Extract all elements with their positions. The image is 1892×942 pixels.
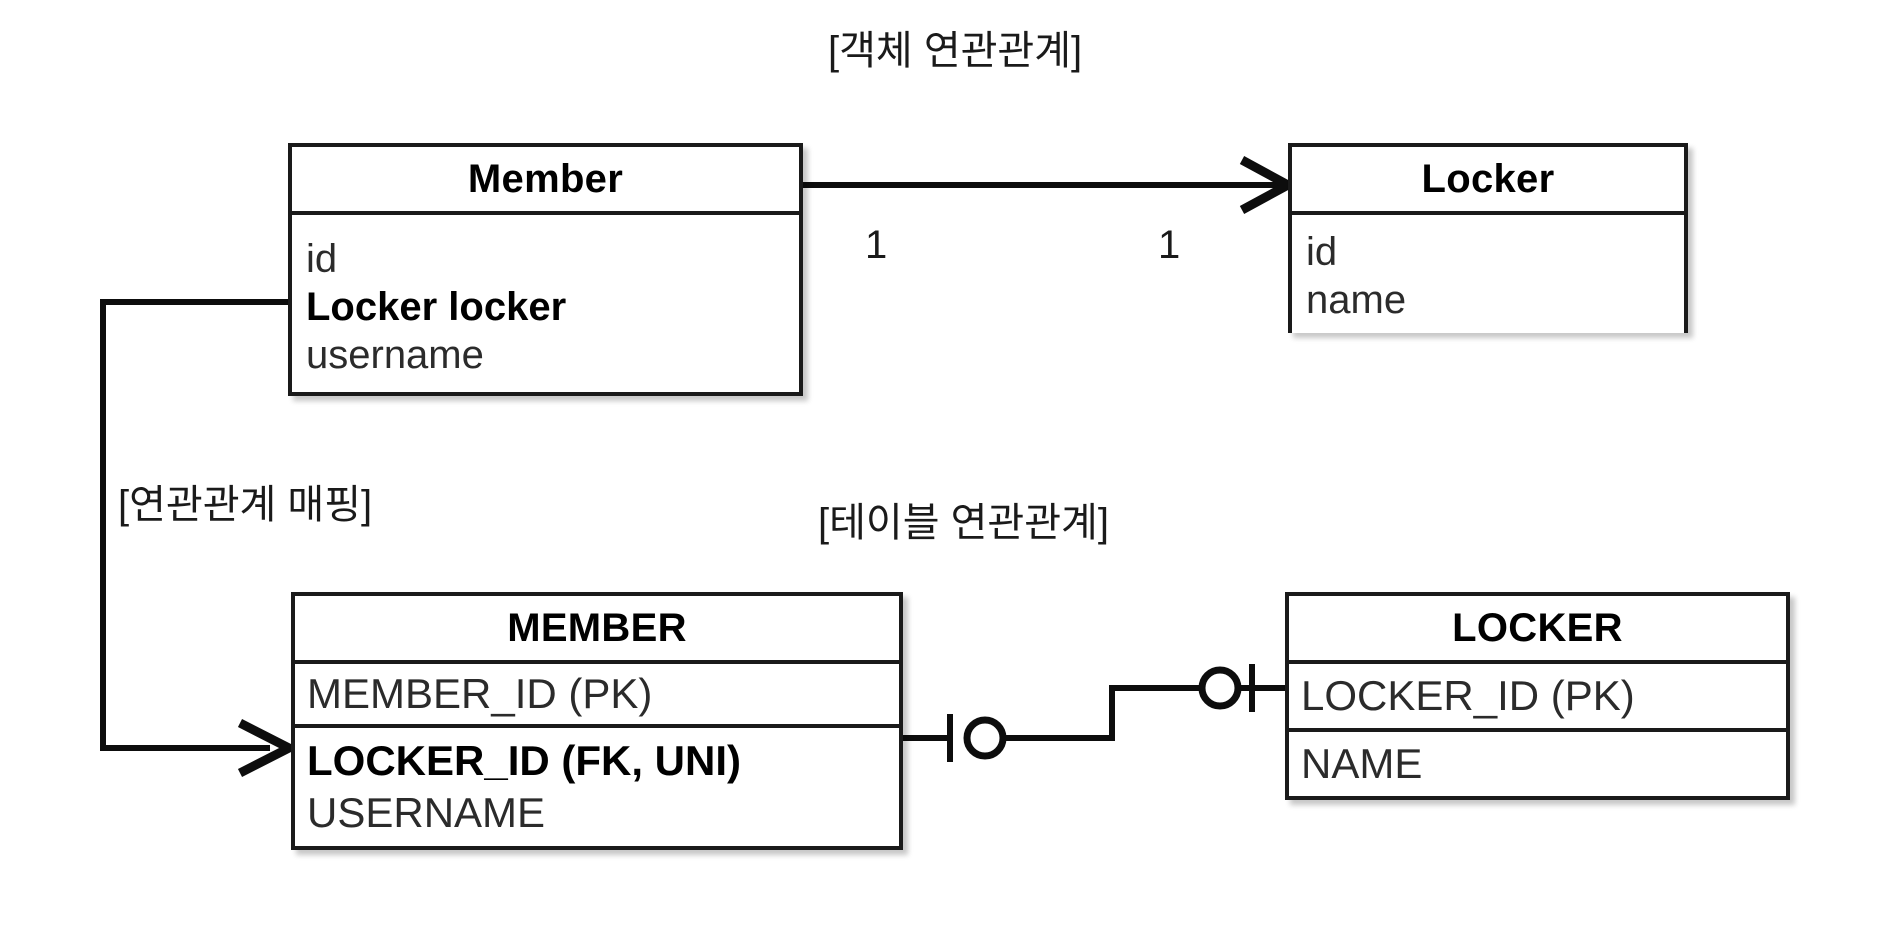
- class-member-field-locker: Locker locker: [306, 284, 567, 329]
- table-member-column-username: USERNAME: [307, 789, 546, 836]
- table-locker-title: LOCKER: [1452, 606, 1623, 650]
- class-box-member[interactable]: Member id Locker locker username: [288, 143, 803, 396]
- table-member-columns-compartment: LOCKER_ID (FK, UNI) USERNAME: [295, 724, 899, 846]
- class-locker-attributes: id name: [1292, 211, 1684, 333]
- table-locker-columns-compartment: NAME: [1289, 728, 1786, 796]
- caption-table-relation: [테이블 연관관계]: [818, 501, 1109, 545]
- table-member-column-member-id: MEMBER_ID (PK): [307, 670, 653, 717]
- class-member-field-id: id: [306, 236, 338, 281]
- multiplicity-member-side: 1: [865, 223, 888, 267]
- table-member-title: MEMBER: [507, 606, 687, 650]
- class-member-title: Member: [467, 157, 624, 201]
- class-locker-field-id: id: [1306, 230, 1338, 274]
- class-box-locker[interactable]: Locker id name: [1288, 143, 1688, 333]
- table-relationship-connector: [903, 664, 1285, 762]
- mapping-link-connector: [100, 299, 299, 778]
- multiplicity-locker-side: 1: [1158, 223, 1181, 267]
- table-locker-pk-compartment: LOCKER_ID (PK): [1289, 660, 1786, 728]
- table-locker-header: LOCKER: [1289, 596, 1786, 660]
- object-association-connector: [803, 156, 1298, 214]
- caption-object-relation: [객체 연관관계]: [828, 29, 1083, 73]
- table-box-locker[interactable]: LOCKER LOCKER_ID (PK) NAME: [1285, 592, 1790, 800]
- table-member-header: MEMBER: [295, 596, 899, 660]
- class-member-field-username: username: [306, 332, 484, 377]
- table-member-pk-compartment: MEMBER_ID (PK): [295, 660, 899, 724]
- table-locker-column-locker-id: LOCKER_ID (PK): [1301, 672, 1635, 719]
- class-member-header: Member: [292, 147, 799, 211]
- class-locker-header: Locker: [1292, 147, 1684, 211]
- table-locker-column-name: NAME: [1301, 740, 1423, 787]
- class-locker-field-name: name: [1306, 278, 1407, 322]
- table-member-column-locker-id: LOCKER_ID (FK, UNI): [307, 737, 741, 784]
- class-locker-title: Locker: [1421, 157, 1555, 201]
- caption-association-mapping: [연관관계 매핑]: [118, 483, 373, 527]
- table-box-member[interactable]: MEMBER MEMBER_ID (PK) LOCKER_ID (FK, UNI…: [291, 592, 903, 850]
- class-member-attributes: id Locker locker username: [292, 211, 799, 392]
